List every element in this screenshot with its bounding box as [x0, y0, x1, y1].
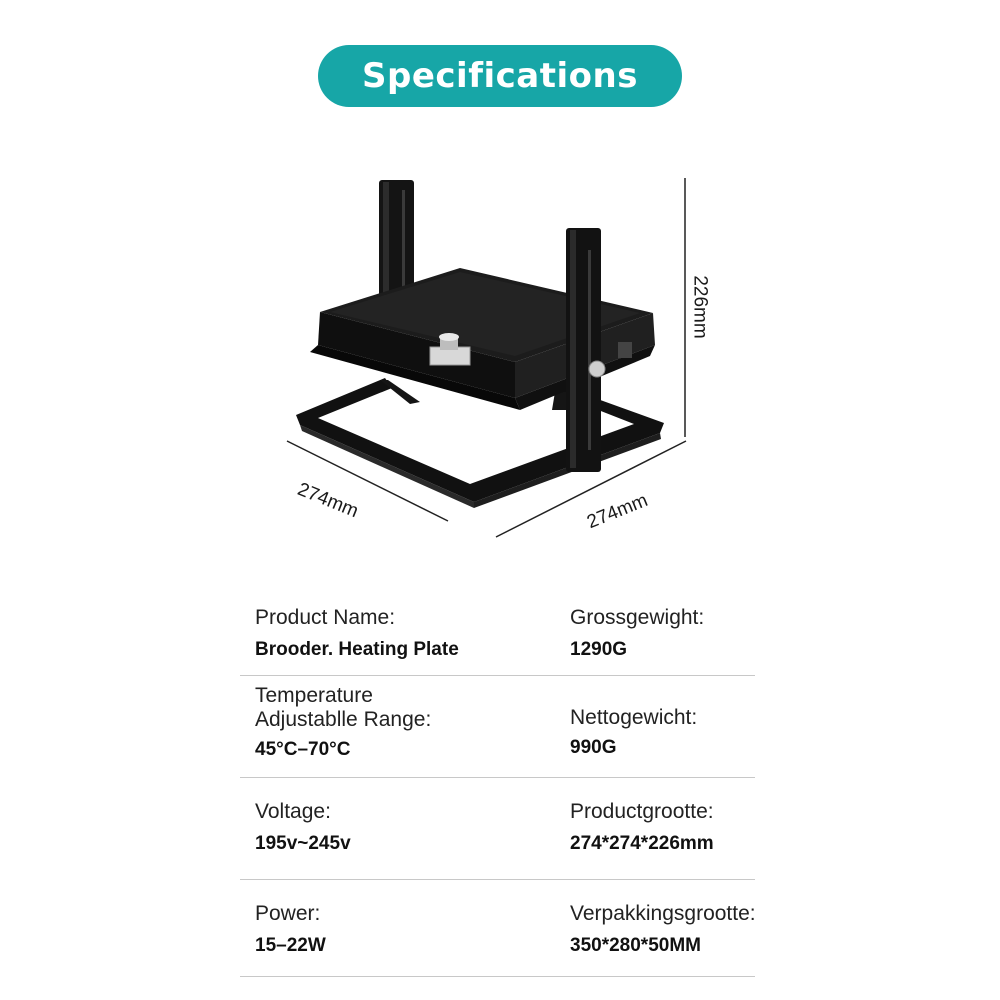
spec-label: Temperature [255, 684, 373, 707]
page-title: Specifications [362, 56, 638, 96]
spec-cell-package-size: Verpakkingsgrootte: 350*280*50MM [570, 880, 756, 976]
depth-dimension-line [286, 440, 449, 522]
spec-value: 1290G [570, 639, 628, 660]
spec-row: Power: 15–22W Verpakkingsgrootte: 350*28… [240, 880, 756, 977]
spec-label: Voltage: [255, 800, 331, 823]
specifications-title-badge: Specifications [318, 45, 682, 107]
spec-value: 45°C–70°C [255, 739, 351, 760]
spec-cell-voltage: Voltage: 195v~245v [240, 778, 570, 879]
spec-row: Product Name: Brooder. Heating Plate Gro… [240, 588, 755, 676]
spec-value: 274*274*226mm [570, 833, 714, 854]
spec-label: Adjustablle Range: [255, 708, 432, 731]
spec-label: Nettogewicht: [570, 706, 698, 729]
spec-cell-product-name: Product Name: Brooder. Heating Plate [240, 588, 570, 675]
spec-cell-temperature-range: Temperature Adjustablle Range: 45°C–70°C [240, 676, 570, 777]
heating-plate-illustration-icon [286, 178, 687, 538]
spec-label: Productgrootte: [570, 800, 714, 823]
spec-value: Brooder. Heating Plate [255, 639, 459, 660]
specifications-table: Product Name: Brooder. Heating Plate Gro… [240, 588, 756, 977]
spec-row: Voltage: 195v~245v Productgrootte: 274*2… [240, 778, 755, 880]
spec-value: 350*280*50MM [570, 935, 701, 956]
temperature-knob-icon [429, 333, 471, 366]
spec-label: Grossgewight: [570, 606, 705, 629]
spec-label: Product Name: [255, 606, 396, 629]
spec-row: Temperature Adjustablle Range: 45°C–70°C… [240, 676, 755, 778]
power-port-icon [618, 342, 632, 358]
spec-value: 195v~245v [255, 833, 351, 854]
width-dimension-line [495, 440, 687, 538]
height-dimension-label: 226mm [689, 275, 711, 339]
spec-label: Power: [255, 902, 321, 925]
spec-cell-gross-weight: Grossgewight: 1290G [570, 588, 755, 675]
spec-value: 15–22W [255, 935, 326, 956]
back-left-post [379, 180, 414, 320]
spec-label: Verpakkingsgrootte: [570, 902, 756, 925]
spec-cell-net-weight: Nettogewicht: 990G [570, 676, 755, 777]
spec-cell-product-size: Productgrootte: 274*274*226mm [570, 778, 755, 879]
spec-cell-power: Power: 15–22W [240, 880, 570, 976]
front-right-post [566, 228, 606, 472]
spec-value: 990G [570, 737, 617, 758]
